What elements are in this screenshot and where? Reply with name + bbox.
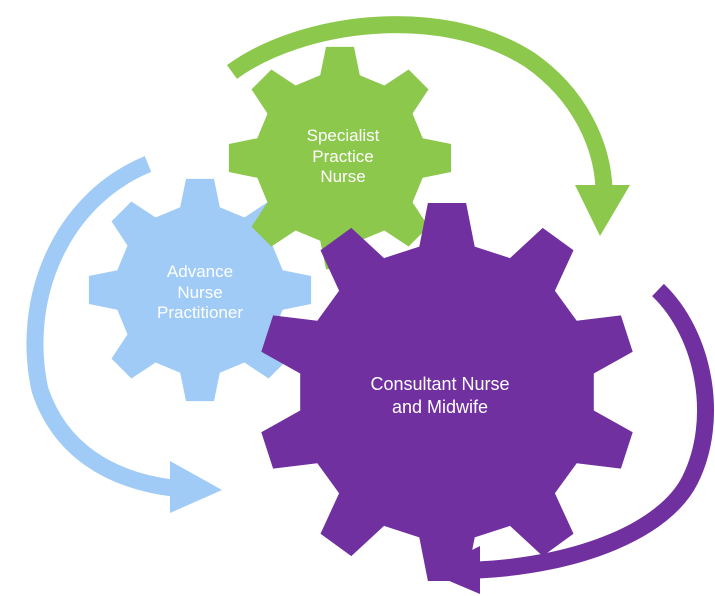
- consultant-nurse-gear: [261, 203, 633, 581]
- purple-cycle-arrow: [477, 283, 714, 579]
- label-line: Practice: [312, 146, 374, 166]
- specialist-nurse-gear: [228, 46, 452, 270]
- green-arrowhead: [575, 185, 630, 236]
- label-line: Nurse: [320, 167, 366, 187]
- label-line: Practitioner: [157, 303, 243, 323]
- label-line: Nurse: [177, 282, 223, 302]
- blue-cycle-arrow: [26, 156, 174, 497]
- advance-nurse-gear: [88, 178, 312, 402]
- specialist-practice-nurse-label: Specialist Practice Nurse: [293, 126, 393, 188]
- green-cycle-arrow: [226, 16, 613, 189]
- blue-arrowhead: [170, 461, 222, 513]
- label-line: Specialist: [306, 126, 380, 145]
- label-line: Advance: [166, 262, 234, 281]
- label-line: and Midwife: [391, 396, 489, 417]
- consultant-nurse-midwife-label: Consultant Nurse and Midwife: [345, 373, 535, 418]
- advance-nurse-practitioner-label: Advance Nurse Practitioner: [135, 262, 265, 324]
- label-line: Consultant Nurse: [370, 374, 510, 394]
